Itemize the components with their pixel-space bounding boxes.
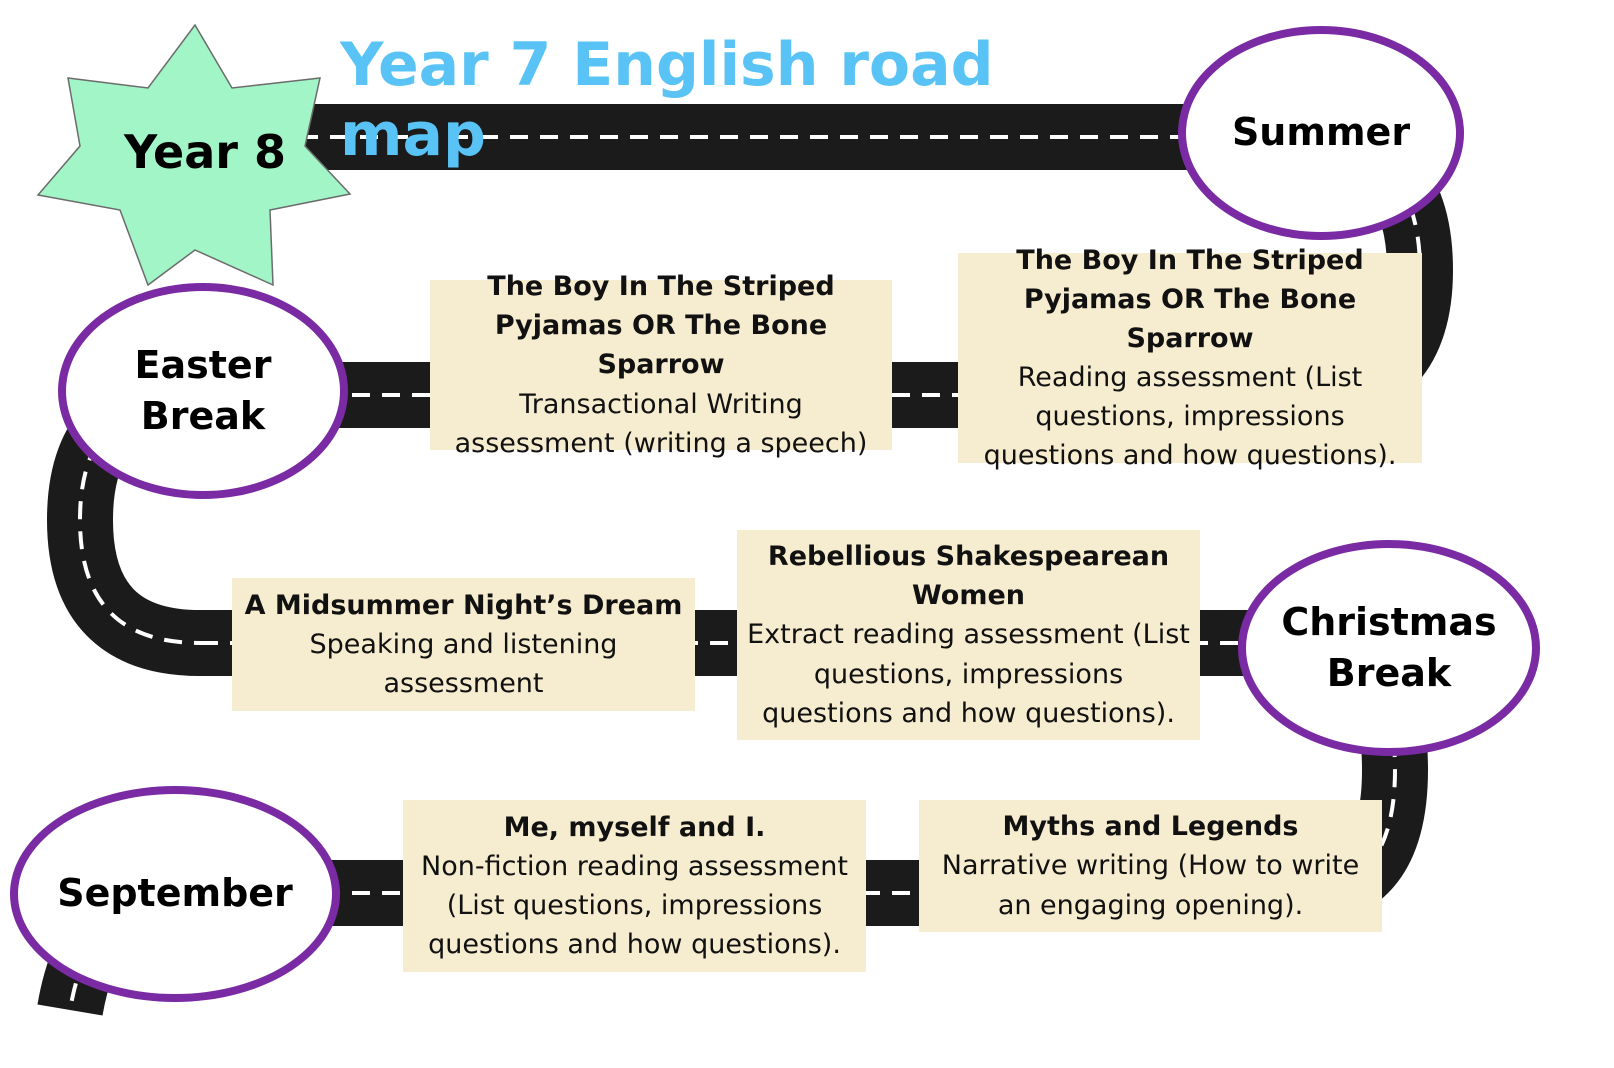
unit-box: The Boy In The Striped Pyjamas OR The Bo… [958,245,1422,471]
unit-box: A Midsummer Night’s Dream Speaking and l… [232,578,695,711]
milestone-christmas-break: Christmas Break [1238,540,1540,756]
milestone-easter-break: Easter Break [58,283,348,499]
star-icon [36,23,352,287]
unit-title: A Midsummer Night’s Dream [244,589,683,621]
unit-box: The Boy In The Striped Pyjamas OR The Bo… [430,271,892,459]
unit-assessment: Non-fiction reading assessment (List que… [421,850,848,961]
star-label: Year 8 [123,125,287,179]
page-title: Year 7 English road map [340,30,994,170]
unit-assessment: Reading assessment (List questions, impr… [983,362,1397,472]
unit-title: The Boy In The Striped Pyjamas OR The Bo… [487,271,835,381]
unit-assessment: Narrative writing (How to write an engag… [941,850,1360,921]
unit-title: Rebellious Shakespearean Women [767,541,1170,612]
milestone-label: September [57,871,293,916]
unit-box: Myths and Legends Narrative writing (How… [919,800,1382,932]
unit-assessment: Speaking and listening assessment [309,628,618,700]
unit-title: Me, myself and I. [503,811,766,843]
milestone-label: Summer [1231,110,1411,155]
unit-box: Me, myself and I. Non-fiction reading as… [403,800,866,972]
milestone-label: Christmas Break [1281,599,1497,695]
unit-assessment: Extract reading assessment (List questio… [747,619,1190,729]
milestone-summer: Summer [1178,26,1464,240]
milestone-september: September [10,786,340,1002]
unit-title: The Boy In The Striped Pyjamas OR The Bo… [1016,244,1364,354]
unit-box: Rebellious Shakespearean Women Extract r… [737,530,1200,740]
unit-title: Myths and Legends [1002,811,1299,843]
unit-assessment: Transactional Writing assessment (writin… [454,388,868,459]
milestone-label: Easter Break [134,342,272,438]
